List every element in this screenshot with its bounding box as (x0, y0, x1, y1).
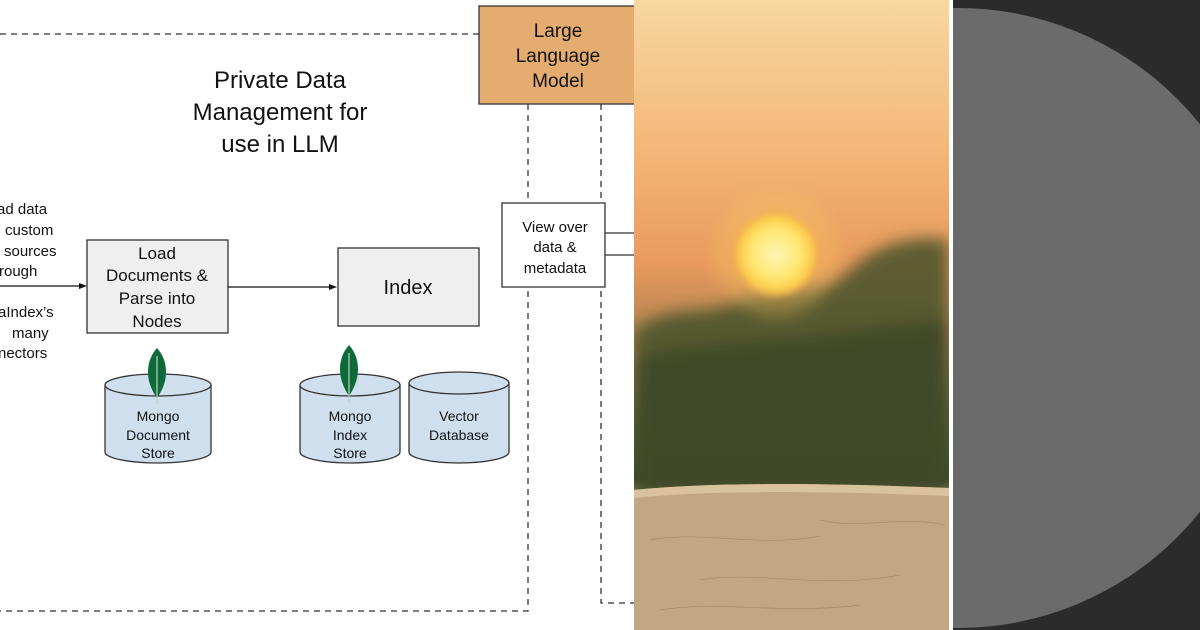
llm-box-line-1: Large (534, 21, 583, 42)
view-over-data-box (501, 202, 606, 288)
arrow-head-load-to-index (329, 284, 337, 290)
source-text-line-4: rough (0, 263, 37, 280)
index-box-label: Index (384, 277, 433, 299)
llm-box (478, 5, 637, 105)
diagram-panel: Large Language Model Private Data Manage… (0, 5, 637, 612)
mongo-index-store-line-2: Index (333, 427, 367, 443)
vector-database-cylinder: Vector Database (408, 371, 510, 464)
source-text-line-2: custom (5, 222, 53, 239)
stone-surface (634, 484, 949, 630)
mongo-index-store-line-1: Mongo (329, 408, 372, 424)
mongo-document-store-line-1: Mongo (137, 408, 180, 424)
panel-divider (949, 0, 953, 630)
source-text-line-6: aIndex’s (0, 304, 54, 321)
load-box-line-4: Nodes (132, 312, 181, 331)
source-text-line-7: many (12, 325, 49, 342)
vector-database-line-2: Database (429, 427, 489, 443)
llm-box-line-3: Model (532, 71, 584, 92)
mongo-document-store-cylinder: Mongo Document Store (104, 373, 212, 464)
mongo-document-store-line-2: Document (126, 427, 190, 443)
load-documents-box (86, 239, 229, 334)
view-box-line-1: View over (522, 219, 588, 236)
view-box-line-2: data & (533, 239, 576, 256)
view-box-line-3: metadata (524, 260, 587, 277)
vector-database-line-1: Vector (439, 408, 479, 424)
sun (730, 208, 822, 300)
diagram-title-line-2: Management for (193, 99, 368, 126)
gray-circle (953, 8, 1200, 628)
mongo-document-store-line-3: Store (141, 445, 175, 461)
diagram-title-line-3: use in LLM (221, 131, 338, 158)
source-text-line-3: sources (4, 243, 57, 260)
mongo-leaf-icon (339, 345, 359, 402)
source-text-line-8: nectors (0, 345, 47, 362)
source-text: ad data custom sources rough aIndex’s ma… (0, 201, 57, 362)
index-box (337, 247, 480, 327)
llm-box-line-2: Language (516, 46, 601, 67)
load-box-line-1: Load (138, 244, 176, 263)
arrow-head-source-to-load (79, 283, 87, 289)
source-text-line-1: ad data (0, 201, 48, 218)
mongo-index-store-line-3: Store (333, 445, 367, 461)
load-box-line-2: Documents & (106, 266, 209, 285)
diagram-title-line-1: Private Data (214, 67, 347, 94)
mongo-leaf-icon (147, 348, 167, 404)
dark-panel (953, 0, 1200, 630)
sunset-photo (634, 0, 949, 630)
load-box-line-3: Parse into (119, 289, 196, 308)
